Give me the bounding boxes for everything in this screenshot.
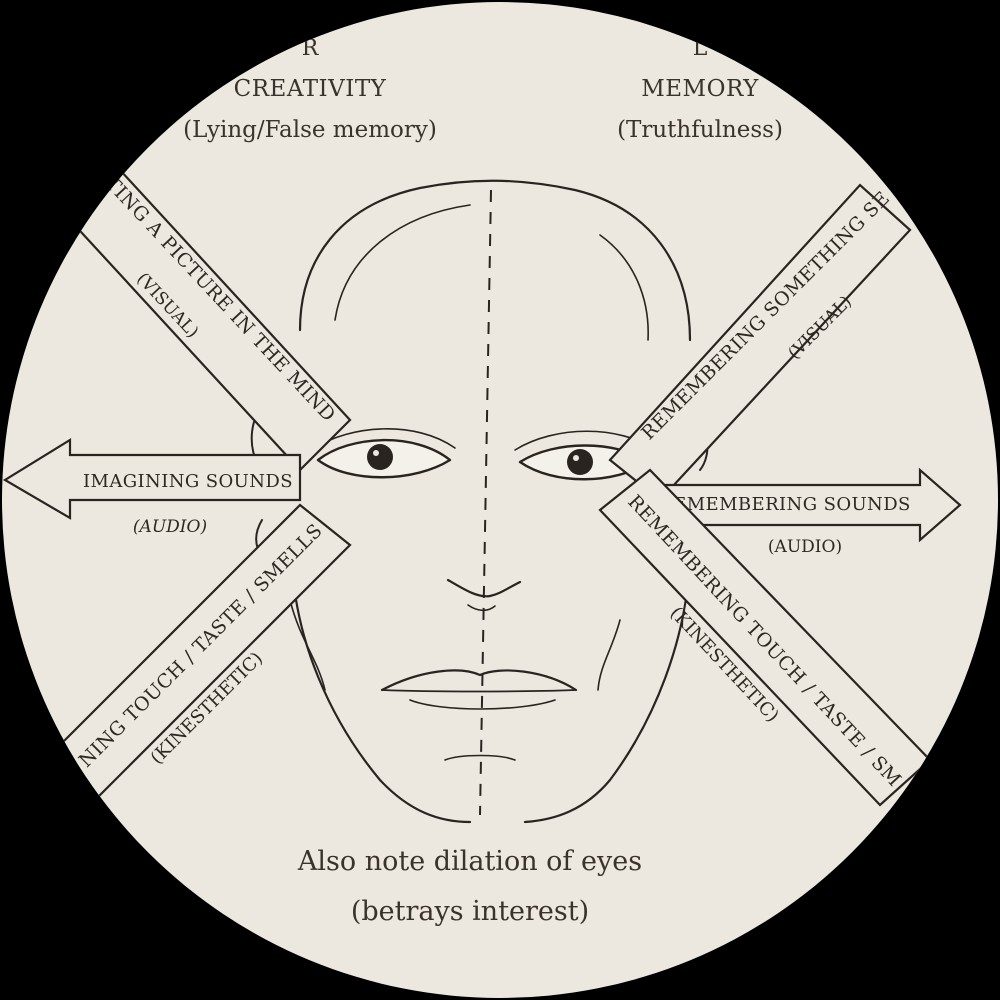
arrow-left-label: IMAGINING SOUNDS	[83, 471, 293, 492]
right-side-subtitle: (Lying/False memory)	[183, 117, 437, 143]
arrow-left: IMAGINING SOUNDS (AUDIO)	[2, 438, 302, 537]
mouth	[380, 669, 578, 761]
right-side-letter: R	[302, 36, 320, 61]
arrow-right-label: REMEMBERING SOUNDS	[659, 494, 911, 515]
footer-line-1: Also note dilation of eyes	[297, 846, 642, 877]
arrow-right: REMEMBERING SOUNDS (AUDIO)	[648, 467, 962, 557]
left-side-letter: L	[693, 36, 708, 61]
left-side-title: MEMORY	[641, 76, 759, 102]
arrow-left-sense: (AUDIO)	[133, 517, 207, 537]
right-side-title: CREATIVITY	[234, 76, 387, 102]
nose	[446, 578, 522, 612]
arrow-right-sense: (AUDIO)	[768, 537, 842, 557]
footer-line-2: (betrays interest)	[351, 896, 589, 927]
midline	[479, 189, 492, 816]
left-side-subtitle: (Truthfulness)	[617, 117, 783, 143]
eye-left	[314, 428, 456, 479]
